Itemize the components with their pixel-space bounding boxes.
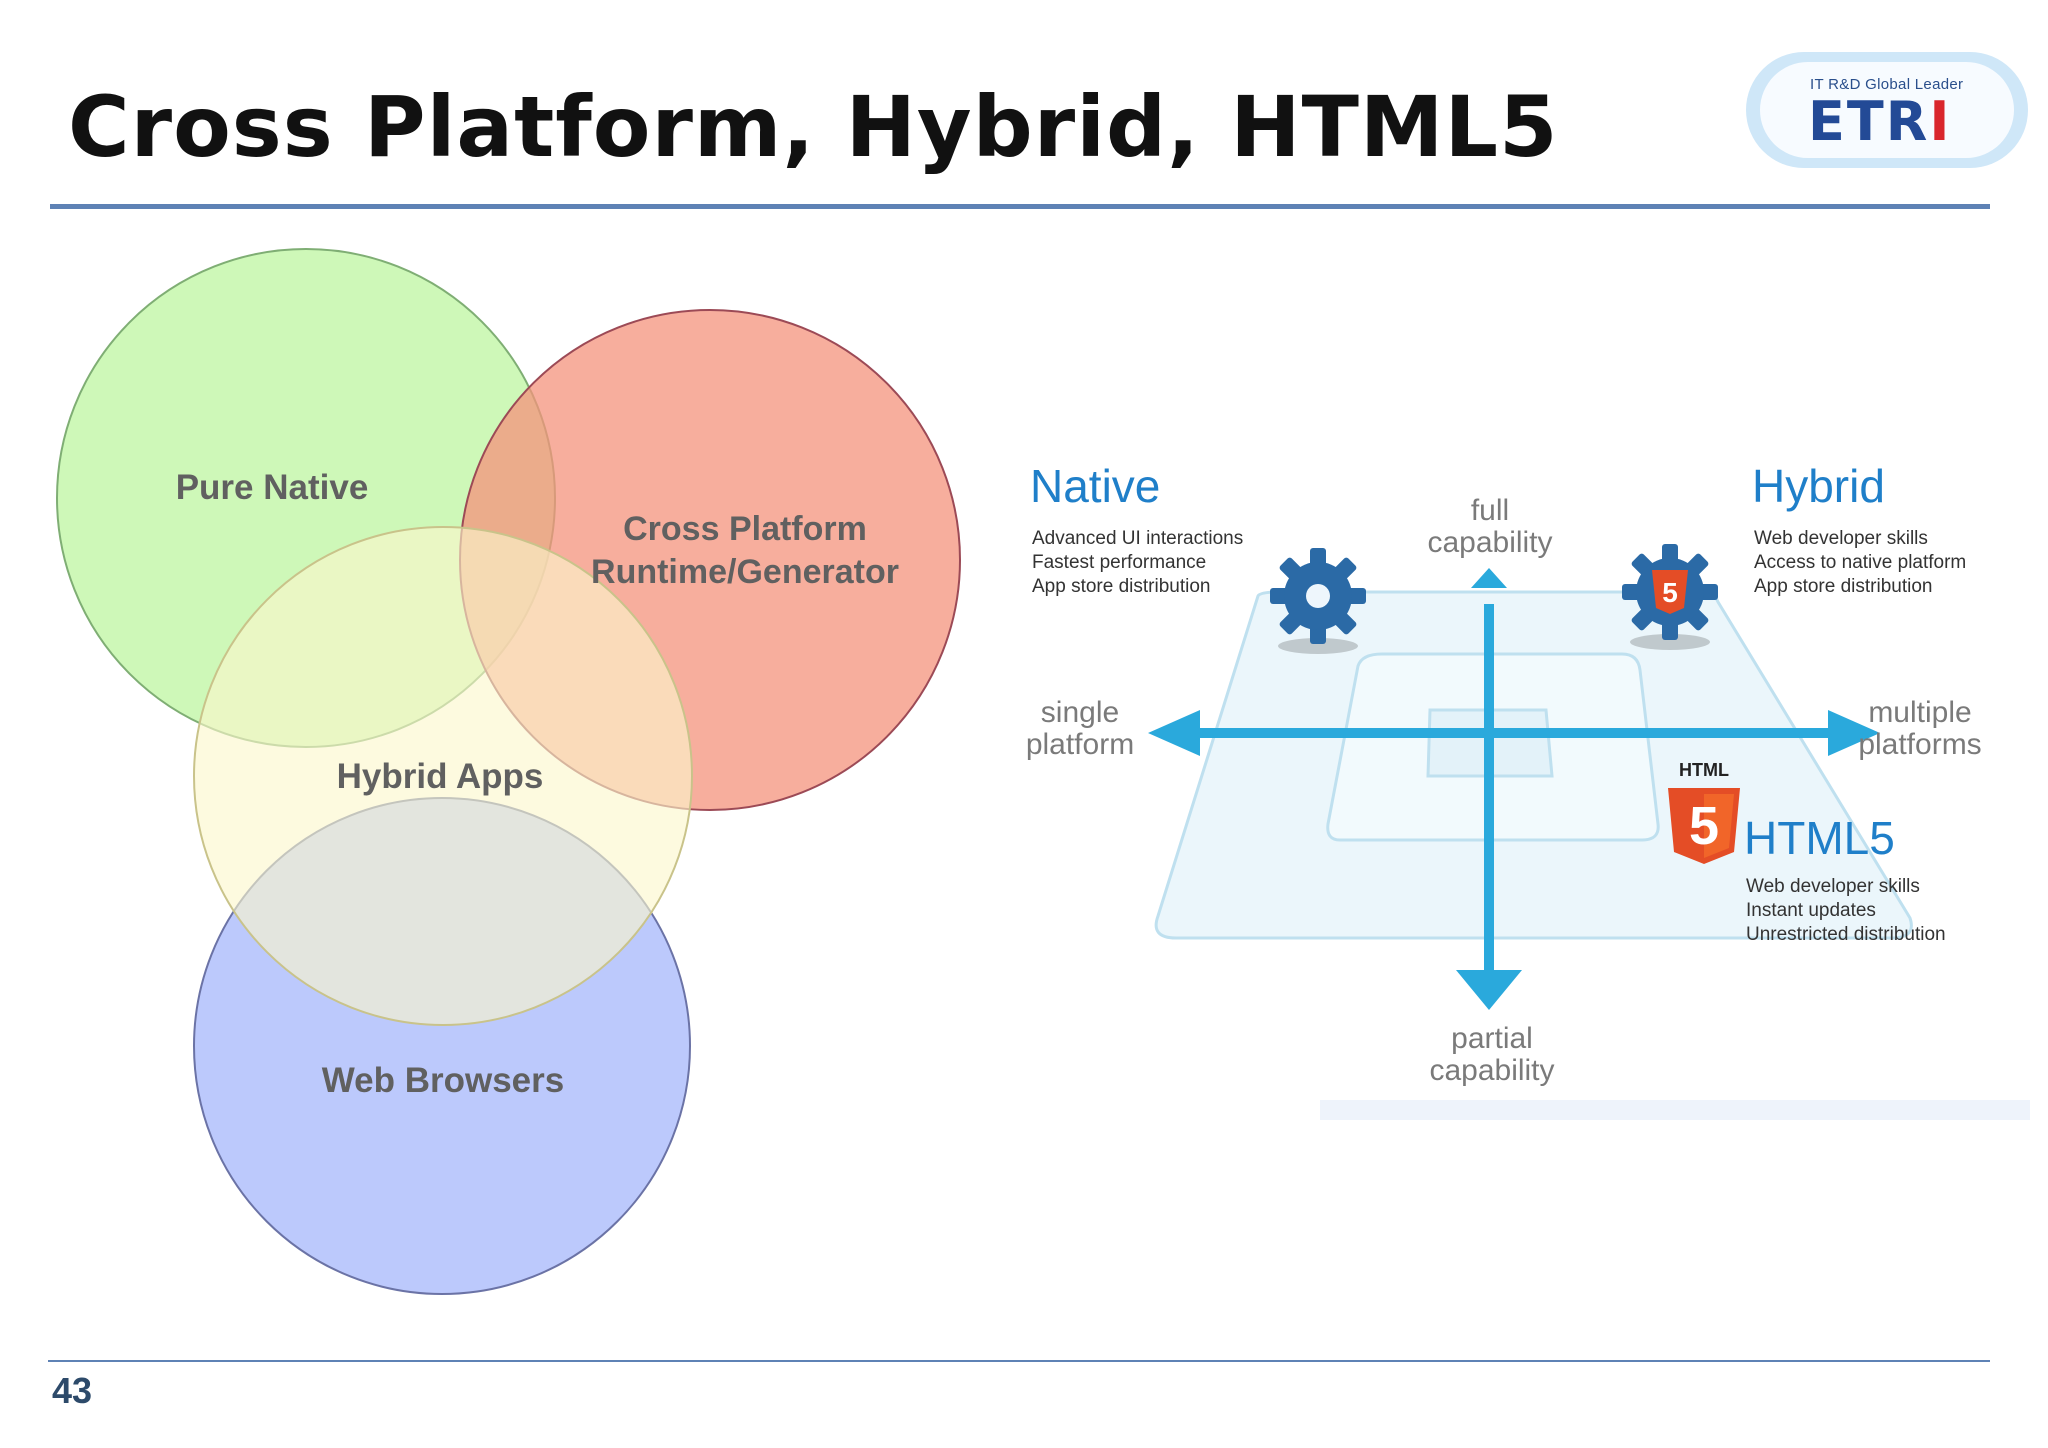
html5-badge-text: HTML (1679, 760, 1729, 780)
arrow-up (1471, 568, 1507, 588)
arrow-left (1148, 710, 1200, 756)
label-multiple-2: platforms (1858, 728, 1981, 761)
title-divider (50, 204, 1990, 209)
arrow-right (1828, 710, 1880, 756)
label-single-1: single (1041, 696, 1119, 729)
html5-title: HTML5 (1744, 812, 1895, 864)
native-title: Native (1030, 460, 1160, 512)
platform-quadrant-diagram: full capability partial capability singl… (1026, 460, 2030, 1120)
label-cross-platform-1: Cross Platform (623, 510, 867, 548)
gear-icon (1270, 548, 1366, 654)
footer-divider (48, 1360, 1990, 1362)
html5-point-3: Unrestricted distribution (1746, 924, 1946, 945)
label-pure-native: Pure Native (176, 468, 369, 507)
label-single-2: platform (1026, 728, 1134, 761)
native-point-3: App store distribution (1032, 576, 1211, 597)
label-partial-2: capability (1429, 1054, 1554, 1087)
hybrid-point-1: Web developer skills (1754, 528, 1928, 549)
label-web-browsers: Web Browsers (322, 1061, 565, 1100)
hybrid-point-2: Access to native platform (1754, 552, 1966, 573)
logo-wordmark: ETRI (1808, 90, 1952, 153)
hybrid-point-3: App store distribution (1754, 576, 1933, 597)
hybrid-title: Hybrid (1752, 460, 1885, 512)
label-cross-platform-2: Runtime/Generator (591, 553, 899, 591)
html5-shield-icon: 5 (1668, 788, 1740, 864)
html5-shield-digit: 5 (1689, 796, 1719, 856)
html5-point-1: Web developer skills (1746, 876, 1920, 897)
label-hybrid-apps: Hybrid Apps (337, 757, 544, 796)
circle-hybrid-apps (193, 526, 693, 1026)
etri-logo: IT R&D Global Leader ETRI (1746, 52, 2028, 168)
label-full-1: full (1471, 494, 1509, 527)
native-point-1: Advanced UI interactions (1032, 528, 1243, 549)
html5-point-2: Instant updates (1746, 900, 1876, 921)
background-watermark (1320, 1100, 2030, 1120)
label-partial-1: partial (1451, 1022, 1533, 1055)
gear-shield-digit: 5 (1662, 577, 1678, 608)
html5-gear-icon: 5 (1622, 544, 1718, 650)
page-number: 43 (52, 1370, 93, 1411)
venn-diagram: Pure Native Cross Platform Runtime/Gener… (56, 248, 961, 1295)
label-multiple-1: multiple (1868, 696, 1971, 729)
native-point-2: Fastest performance (1032, 552, 1206, 573)
label-full-2: capability (1427, 526, 1552, 559)
slide-title: Cross Platform, Hybrid, HTML5 (68, 78, 1559, 176)
logo-tagline: IT R&D Global Leader (1810, 76, 1964, 93)
arrow-down (1456, 970, 1522, 1010)
